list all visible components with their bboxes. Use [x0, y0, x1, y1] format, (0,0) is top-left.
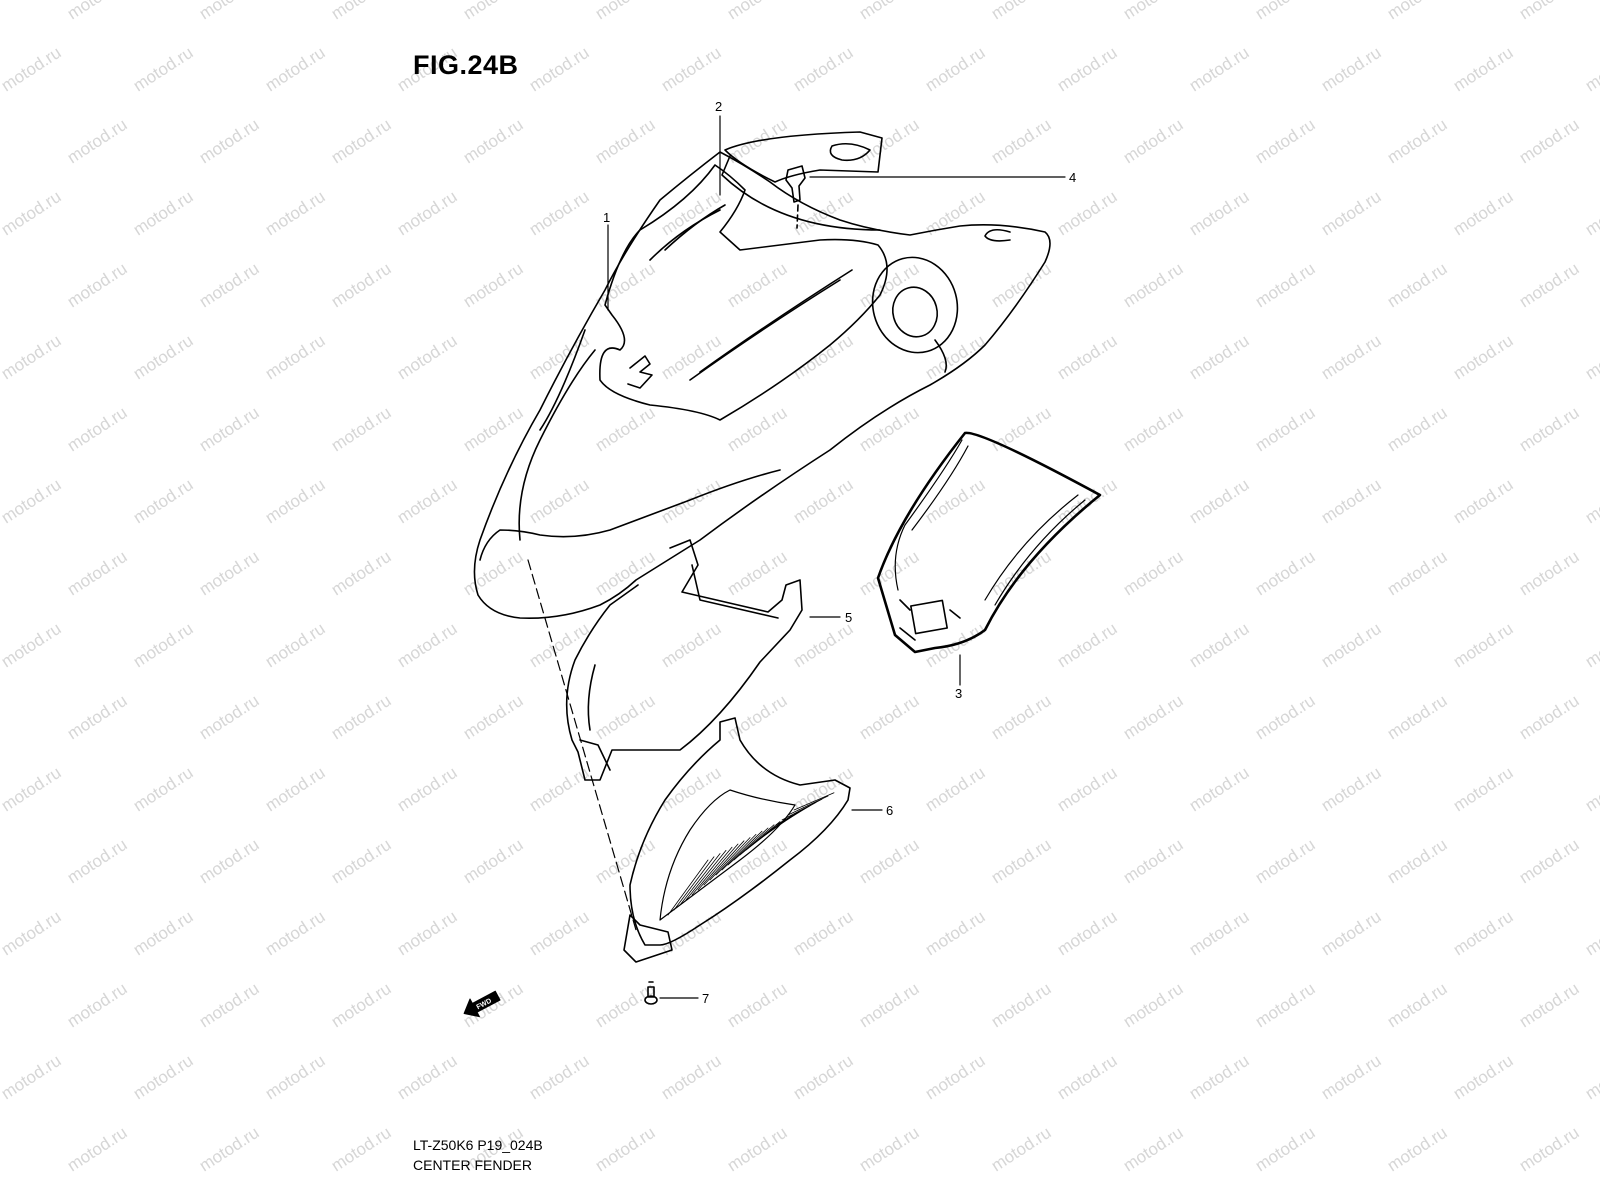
hatch-line: [781, 798, 823, 821]
callout-7: 7: [702, 991, 709, 1006]
part-4-clip: [785, 165, 806, 229]
hatch-line: [709, 837, 751, 881]
part-7-screw: [644, 981, 658, 1005]
hatch-line: [787, 795, 829, 816]
model-code: LT-Z50K6 P19_024B: [413, 1137, 543, 1153]
hatch-line: [673, 856, 715, 911]
hatch-line: [715, 834, 757, 876]
fwd-arrow-icon: FWD: [463, 990, 501, 1018]
part-1-center-fender: [473, 151, 1051, 620]
hatch-line: [793, 792, 835, 811]
hatch-line: [703, 840, 745, 886]
hatch-lines: [667, 792, 835, 916]
callout-numbers: 1 2 3 4 5 6 7: [603, 99, 1076, 1006]
callout-2: 2: [715, 99, 722, 114]
callout-5: 5: [845, 610, 852, 625]
callout-6: 6: [886, 803, 893, 818]
hatch-line: [727, 827, 769, 866]
callout-1: 1: [603, 210, 610, 225]
hatch-line: [679, 853, 721, 906]
hatch-line: [691, 846, 733, 896]
callout-leaders: [607, 115, 1066, 999]
hatch-line: [667, 859, 709, 916]
part-5-bracket: [565, 539, 803, 781]
alignment-dashed-line: [527, 559, 637, 931]
section-name: CENTER FENDER: [413, 1157, 533, 1173]
part-3-side-decal: [876, 431, 1102, 654]
fwd-label: FWD: [476, 998, 493, 1012]
hatch-line: [685, 850, 727, 901]
callout-3: 3: [955, 686, 962, 701]
callout-4: 4: [1069, 170, 1076, 185]
hatch-line: [721, 830, 763, 871]
part-6-lower-cover: [623, 717, 851, 963]
figure-title: FIG.24B: [413, 50, 519, 80]
hatch-line: [697, 843, 739, 891]
